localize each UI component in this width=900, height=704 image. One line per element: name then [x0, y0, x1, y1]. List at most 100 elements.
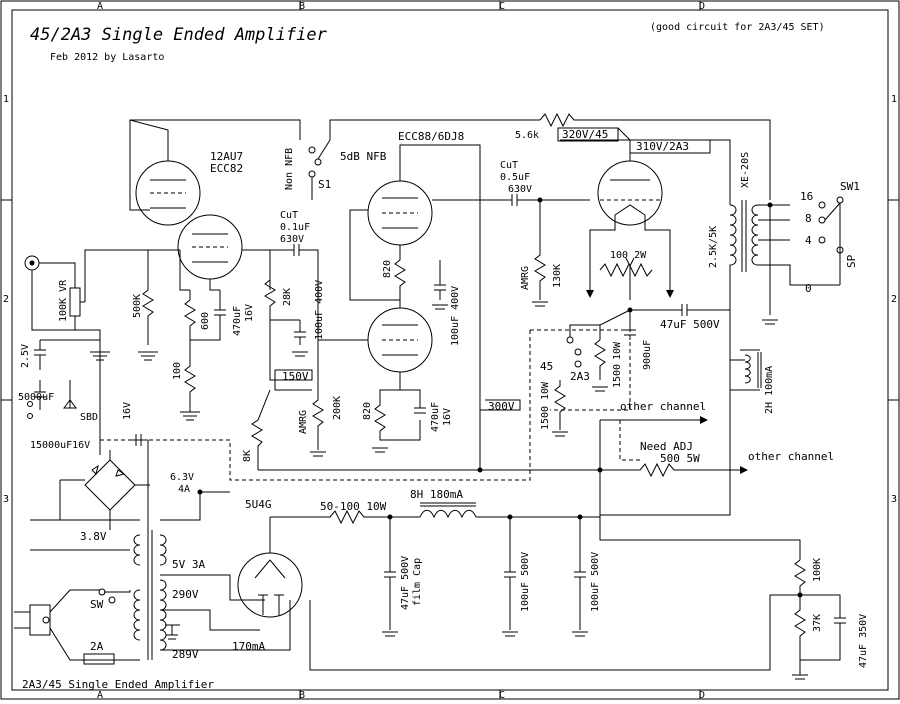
r1500-label: 1500	[612, 364, 623, 388]
r600-label: 600	[200, 312, 211, 330]
row-label-1-right: 1	[891, 94, 897, 105]
col-label-d-bottom: D	[699, 690, 705, 700]
sw1-label: SW1	[840, 180, 860, 193]
non-nfb-label: Non NFB	[284, 148, 295, 190]
c470b-label: 470uF	[430, 402, 441, 432]
r37k-label: 37K	[812, 614, 823, 632]
col-label-c-bottom: C	[499, 690, 505, 700]
nfb-section: 5.6k Non NFB S1 5dB NFB	[130, 112, 771, 200]
output-stage: CuT 0.5uF 630V 130K AMRG 320V/45 310V/2A…	[100, 127, 731, 481]
r28k-label: 28K	[282, 288, 293, 306]
col-label-b-bottom: B	[299, 690, 305, 700]
footer-title: 2A3/45 Single Ended Amplifier	[22, 678, 214, 691]
opt-imp-label: 2.5K/5K	[708, 226, 719, 268]
cut1-volt: 630V	[280, 234, 304, 245]
speaker-terminal-icon	[836, 246, 844, 254]
fuse-icon	[83, 653, 115, 665]
r500-label: 500 5W	[660, 452, 700, 465]
tube1-type-label: 12AU7	[210, 150, 243, 163]
output-transformer: XE-20S 2.5K/5K 16 8 4 0 SW1 SP 2H 100mA	[708, 152, 860, 470]
cut1-val: 0.1uF	[280, 222, 310, 233]
sp-label: SP	[845, 254, 858, 268]
row-label-1-left: 1	[3, 94, 9, 105]
v38-label: 3.8V	[80, 530, 107, 543]
choke-8h-label: 8H 180mA	[410, 488, 463, 501]
col-label-c-top: C	[499, 1, 505, 12]
power-supply: 2.5V 5000uF SBD 16V 15000uF16V 3.8V 6.3V…	[14, 339, 869, 680]
row-label-3-left: 3	[3, 494, 9, 505]
v45-box	[557, 127, 619, 142]
ecc88-label: ECC88/6DJ8	[398, 130, 464, 143]
sel45-label: 45	[540, 360, 553, 373]
tube-select-switch-icon[interactable]	[566, 336, 574, 344]
c900-label: 900uF	[642, 340, 653, 370]
tap-8-label: 8	[805, 212, 812, 225]
row-label-2-right: 2	[891, 294, 897, 305]
r100k-label: 100K	[812, 558, 823, 582]
input-stage: 100K VR 500K 100 12AU7 ECC82 600 470uF 1…	[24, 119, 271, 421]
v2a3-label: 310V/2A3	[636, 140, 689, 153]
output-other-channel-label: other channel	[620, 400, 706, 413]
grid-r-label: 130K	[552, 264, 563, 288]
c100a-label: 100uF 500V	[520, 552, 531, 612]
opt-model-label: XE-20S	[740, 152, 751, 188]
speaker-switch-icon[interactable]	[818, 201, 826, 209]
power-switch-label: SW	[90, 598, 104, 611]
c47-film-label: film Cap	[412, 558, 423, 606]
c47-label: 47uF 500V	[400, 556, 411, 610]
v16-label: 16V	[122, 402, 133, 420]
main-title: 45/2A3 Single Ended Amplifier	[30, 25, 328, 45]
tube1-alt-label: ECC82	[210, 162, 243, 175]
rect-tube-label: 5U4G	[245, 498, 272, 511]
rail-150v-label: 150V	[282, 370, 309, 383]
nfb-switch-icon[interactable]	[308, 146, 316, 154]
cap47-label: 47uF 500V	[660, 318, 720, 331]
r500k-label: 500K	[132, 294, 143, 318]
c25v-label: 2.5V	[20, 344, 31, 368]
col-label-b-top: B	[299, 1, 305, 12]
v289-label: 289V	[172, 648, 199, 661]
col-label-d-top: D	[699, 1, 705, 12]
nfb-db-label: 5dB NFB	[340, 150, 387, 163]
choke-2h-label: 2H 100mA	[764, 366, 775, 414]
s1-label: S1	[318, 178, 331, 191]
tap-16-label: 16	[800, 190, 813, 203]
rail-300v-label: 300V	[488, 400, 515, 413]
col-label-a-bottom: A	[97, 690, 103, 700]
r820a-label: 820	[382, 260, 393, 278]
amrg2-label: AMRG	[298, 410, 309, 434]
byline: Feb 2012 by Lasarto	[50, 52, 164, 63]
c470-volt: 16V	[244, 304, 255, 322]
c100-400-label: 100uF 400V	[314, 280, 325, 340]
heater-amp-label: 4A	[178, 484, 190, 495]
ma170-label: 170mA	[232, 640, 265, 653]
tube-output	[597, 160, 663, 226]
row-label-2-left: 2	[3, 294, 9, 305]
v5-label: 5V 3A	[172, 558, 205, 571]
r8k-label: 8K	[242, 450, 253, 462]
c100b-label: 100uF 400V	[450, 286, 461, 346]
heater-volt-label: 6.3V	[170, 472, 194, 483]
r1500-b-label: 1500	[540, 406, 551, 430]
cut2-val: 0.5uF	[500, 172, 530, 183]
sbd-label: SBD	[80, 412, 98, 423]
mains-plug-icon	[29, 604, 51, 636]
v45-label: 320V/45	[562, 128, 608, 141]
r200k-label: 200K	[332, 396, 343, 420]
col-label-a-top: A	[97, 1, 103, 12]
psu-other-channel-label: other channel	[748, 450, 834, 463]
tap-4-label: 4	[805, 234, 812, 247]
cut2-name: CuT	[500, 160, 518, 171]
volume-pot-label: 100K VR	[58, 279, 69, 322]
coupling-1: CuT 0.1uF 630V 28K 100uF 400V 150V 8K	[242, 210, 325, 470]
c470-label: 470uF	[232, 306, 243, 336]
v290-label: 290V	[172, 588, 199, 601]
hum-pot-label: 100 2W	[610, 250, 647, 261]
r10w-label: 10W	[612, 341, 623, 360]
c100c-label: 100uF 500V	[590, 552, 601, 612]
tap-0-label: 0	[805, 282, 812, 295]
cut1-name: CuT	[280, 210, 298, 221]
fuse-label: 2A	[90, 640, 104, 653]
